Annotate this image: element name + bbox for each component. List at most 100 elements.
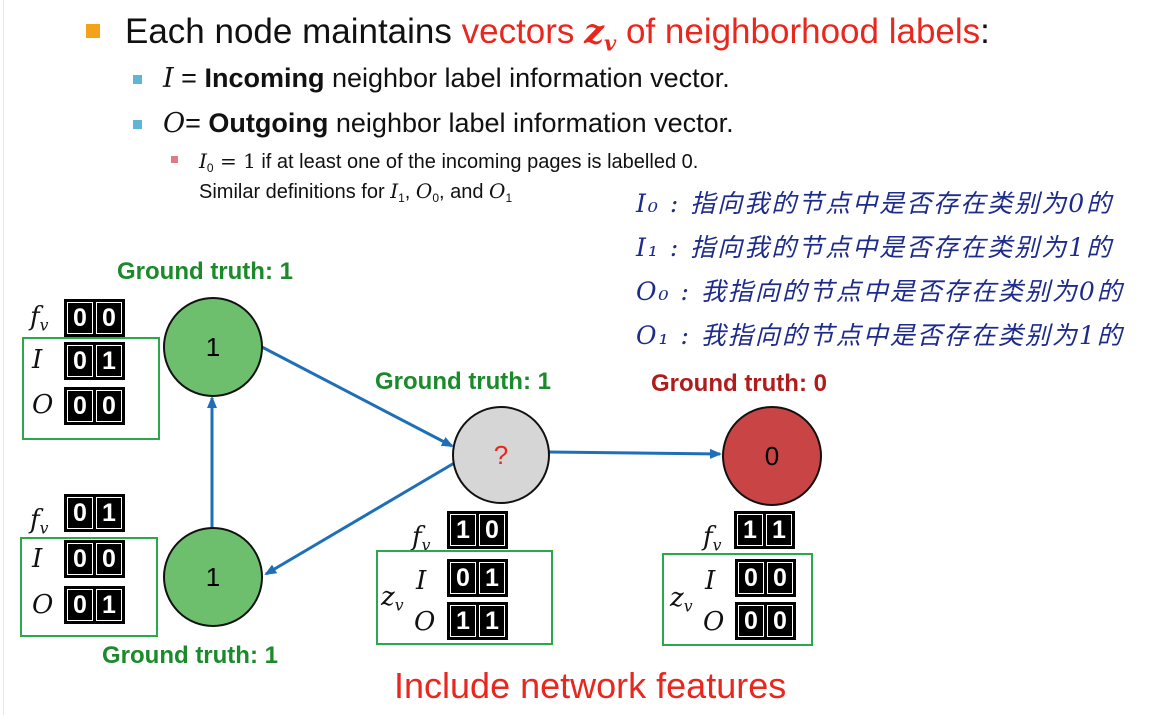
edge-middle-to-bottomleft [264, 460, 457, 576]
ground-truth-middle: Ground truth: 1 [375, 368, 551, 395]
detail1-eq: = 1 [213, 149, 256, 173]
outgoing-bold: Outgoing [208, 108, 329, 138]
node-right: 0 [722, 406, 822, 506]
sub-sub-bullet [171, 156, 178, 163]
bit: 1 [96, 497, 122, 529]
incoming-rest: neighbor label information vector. [324, 63, 730, 93]
fv-bits-bottom-left: 0 1 [64, 494, 125, 532]
heading-red2: of neighborhood labels [616, 12, 981, 51]
bit: 0 [767, 562, 793, 594]
node-middle: ? [452, 406, 550, 504]
sub-bullet-2 [133, 120, 142, 129]
bit: 1 [737, 514, 763, 546]
incoming-eq: = [173, 63, 205, 93]
detail1-var: I [199, 149, 207, 173]
bit: 0 [67, 589, 93, 621]
fv-bits-top-left: 0 0 [64, 299, 125, 337]
heading-post: : [980, 12, 990, 51]
zv-label-middle: zv [381, 582, 404, 615]
detail2-s2: 0 [432, 191, 439, 206]
O-label-middle: O [414, 607, 436, 637]
bit: 1 [766, 514, 792, 546]
bit: 1 [450, 514, 476, 546]
slide-edge [0, 0, 4, 715]
node-top-left-label: 1 [205, 331, 221, 362]
handwritten-note-4: O₁ : 我指向的节点中是否存在类别为1的 [636, 321, 1124, 350]
fv-bits-right: 1 1 [734, 511, 795, 549]
heading-var: z [584, 11, 605, 52]
outgoing-line: O= Outgoing neighbor label information v… [163, 108, 734, 139]
detail2-c1: , [404, 181, 416, 203]
fv-label-right: fv [703, 522, 722, 555]
detail2-s3: 1 [505, 191, 513, 206]
bit: 1 [450, 605, 476, 637]
handwritten-note-2: I₁ : 指向我的节点中是否存在类别为1的 [636, 233, 1114, 262]
zv-box-bottom-left [20, 537, 158, 637]
detail2-v2: O [415, 179, 433, 203]
O-bits-bottom-left: 0 1 [64, 586, 125, 624]
heading-red: vectors [461, 12, 585, 51]
heading-pre: Each node maintains [125, 12, 462, 51]
I-label-middle: I [416, 566, 427, 596]
heading-var-sub: v [604, 30, 617, 56]
node-middle-label: ? [493, 439, 509, 470]
bit: 0 [67, 497, 93, 529]
zv-box-top-left [22, 337, 160, 440]
O-label-top-left: O [32, 390, 54, 420]
I-bits-middle: 0 1 [447, 559, 508, 597]
incoming-line: I = Incoming neighbor label information … [163, 63, 730, 94]
O-label-right: O [703, 607, 725, 637]
I-label-right: I [705, 566, 716, 596]
detail1-rest: if at least one of the incoming pages is… [255, 151, 699, 173]
fv-label-bottom-left: fv [30, 505, 49, 538]
detail2-s1: 1 [398, 191, 405, 206]
node-bottom-left: 1 [163, 527, 263, 627]
edge-topleft-to-middle [259, 344, 454, 448]
outgoing-var: O [163, 108, 186, 139]
detail1-sub: 0 [206, 161, 214, 176]
I-bits-top-left: 0 1 [64, 342, 125, 380]
I-bits-right: 0 0 [735, 559, 796, 597]
heading-line: Each node maintains vectors zv of neighb… [125, 11, 990, 55]
bit: 1 [479, 605, 505, 637]
fv-label-top-left: fv [30, 302, 49, 335]
bit: 1 [96, 345, 122, 377]
bullet-square [86, 24, 100, 38]
bit: 0 [479, 514, 505, 546]
node-bottom-left-label: 1 [205, 561, 221, 592]
detail-line-1: I0 = 1 if at least one of the incoming p… [199, 149, 698, 175]
handwritten-note-1: I₀ : 指向我的节点中是否存在类别为0的 [636, 189, 1114, 218]
bit: 0 [738, 605, 764, 637]
sub-bullet-1 [133, 75, 142, 84]
zv-box-middle [376, 550, 553, 645]
bit: 0 [450, 562, 476, 594]
zv-box-right [662, 553, 813, 646]
fv-label-middle: fv [412, 522, 431, 555]
bit: 0 [738, 562, 764, 594]
detail2-v3: O [489, 179, 506, 203]
incoming-var: I [163, 63, 174, 94]
footer-caption: Include network features [394, 665, 787, 706]
bit: 0 [67, 345, 93, 377]
bit: 0 [67, 390, 93, 422]
bit: 0 [767, 605, 793, 637]
ground-truth-top-left: Ground truth: 1 [117, 258, 293, 285]
detail2-c2: , and [439, 181, 490, 203]
bit: 1 [96, 589, 122, 621]
ground-truth-bottom-left: Ground truth: 1 [102, 642, 278, 669]
bit: 0 [67, 543, 93, 575]
outgoing-eq: = [185, 108, 209, 138]
bit: 0 [96, 543, 122, 575]
bit: 0 [96, 390, 122, 422]
zv-label-right: zv [670, 583, 693, 616]
I-label-top-left: I [32, 345, 43, 375]
O-bits-top-left: 0 0 [64, 387, 125, 425]
O-bits-right: 0 0 [735, 602, 796, 640]
bit: 0 [96, 302, 122, 334]
O-bits-middle: 1 1 [447, 602, 508, 640]
bit: 1 [479, 562, 505, 594]
detail2-pre: Similar definitions for [199, 181, 391, 203]
node-top-left: 1 [163, 297, 263, 397]
bit: 0 [67, 302, 93, 334]
ground-truth-right: Ground truth: 0 [651, 370, 827, 397]
